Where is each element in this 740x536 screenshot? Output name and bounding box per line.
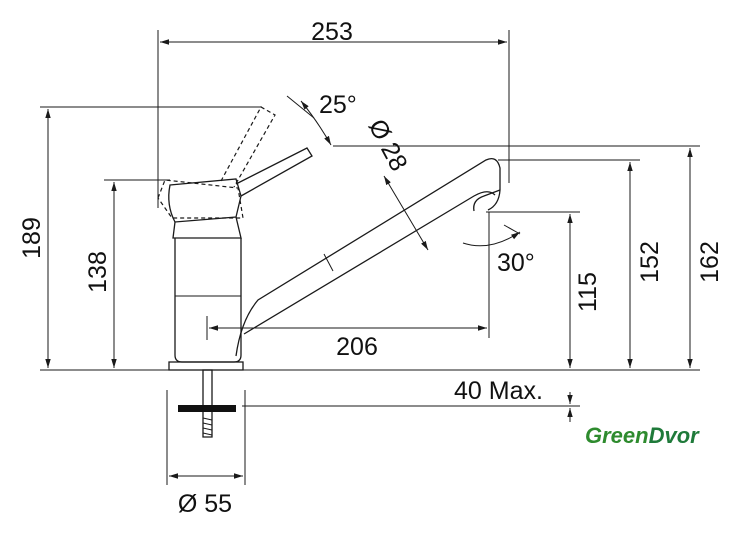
total-height-label: 189 xyxy=(18,217,46,259)
extension-lines xyxy=(40,30,700,485)
outlet-angle-label: 30° xyxy=(497,249,535,277)
dimension-lines xyxy=(45,39,693,479)
greendvor-logo: GreenDvor xyxy=(585,423,700,448)
lever-handle xyxy=(168,147,313,239)
outlet-height-label: 115 xyxy=(574,272,602,312)
spout-diameter-label: Ø 28 xyxy=(363,115,413,176)
max-height-label: 162 xyxy=(696,241,724,283)
spout-top-height-label: 152 xyxy=(636,241,664,283)
spout xyxy=(235,157,501,357)
body-height-label: 138 xyxy=(84,251,112,293)
total-width-label: 253 xyxy=(311,18,353,46)
base-diameter-label: Ø 55 xyxy=(178,490,232,518)
logo-part-green: Green xyxy=(585,423,649,448)
mounting-stud xyxy=(178,369,236,438)
lever-handle-rotated xyxy=(157,106,276,219)
max-deck-thickness-label: 40 Max. xyxy=(454,377,543,405)
spout-angle-label: 25° xyxy=(319,91,357,119)
logo-part-dvor: Dvor xyxy=(649,423,701,448)
faucet-body xyxy=(174,237,242,363)
base-plate xyxy=(168,361,244,371)
spout-reach-label: 206 xyxy=(336,333,378,361)
